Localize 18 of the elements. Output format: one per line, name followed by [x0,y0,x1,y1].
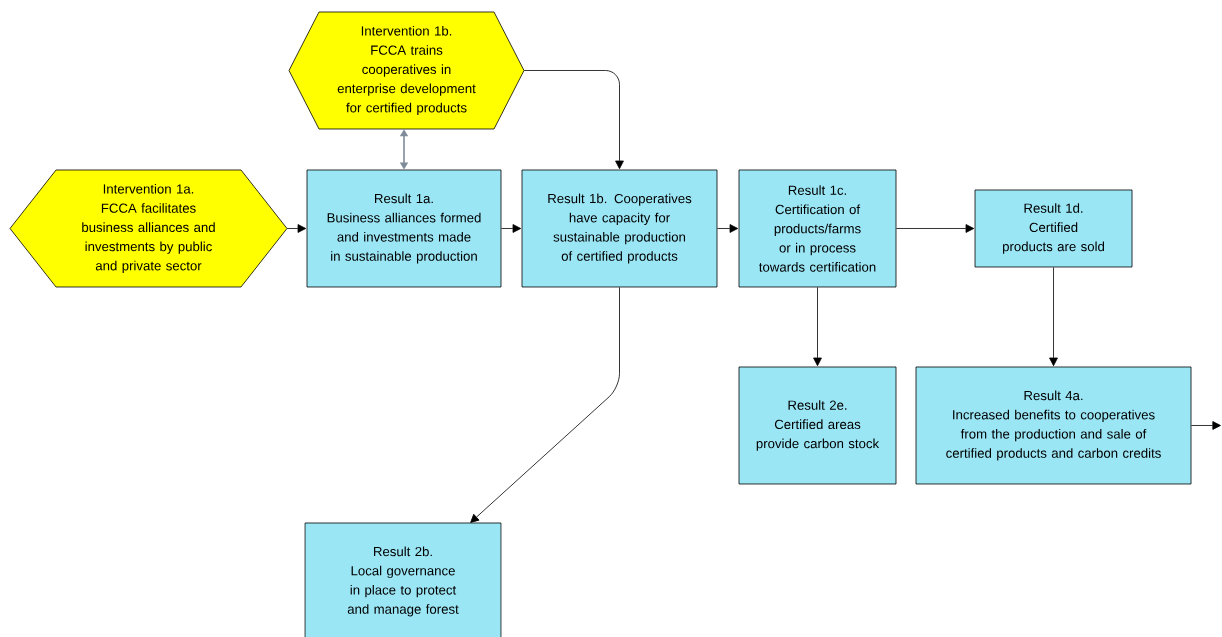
intervention-hexagon: Intervention 1a. FCCA facilitates business alliances and investments by public and private sector [9,169,288,288]
arrow [896,224,975,233]
arrow [470,287,620,523]
result-box: Result 2e. Certified areas provide carbon stock [738,366,897,485]
arrow [1049,267,1058,367]
arrow [501,224,522,233]
arrow [717,224,739,233]
result-box: Result 1a. Business alliances formed and investments made in sustainable production [306,169,502,288]
arrow [523,70,624,170]
arrow [813,287,822,367]
intervention-hexagon: Intervention 1b. FCCA trains cooperatives in enterprise development for certified products [288,11,525,130]
arrow [1191,421,1221,430]
result-box: Result 2b. Local governance in place to protect and manage forest [304,522,502,637]
arrow [286,224,307,233]
result-box: Result 1b. Cooperatives have capacity for sustainable production of certified products [521,169,718,288]
result-box: Result 1c. Certification of products/farms or in process towards certification [738,169,897,288]
result-box: Result 1d. Certified products are sold [974,189,1133,268]
result-box: Result 4a. Increased benefits to cooperatives from the production and sale of certified products and carbon credits [915,366,1192,485]
